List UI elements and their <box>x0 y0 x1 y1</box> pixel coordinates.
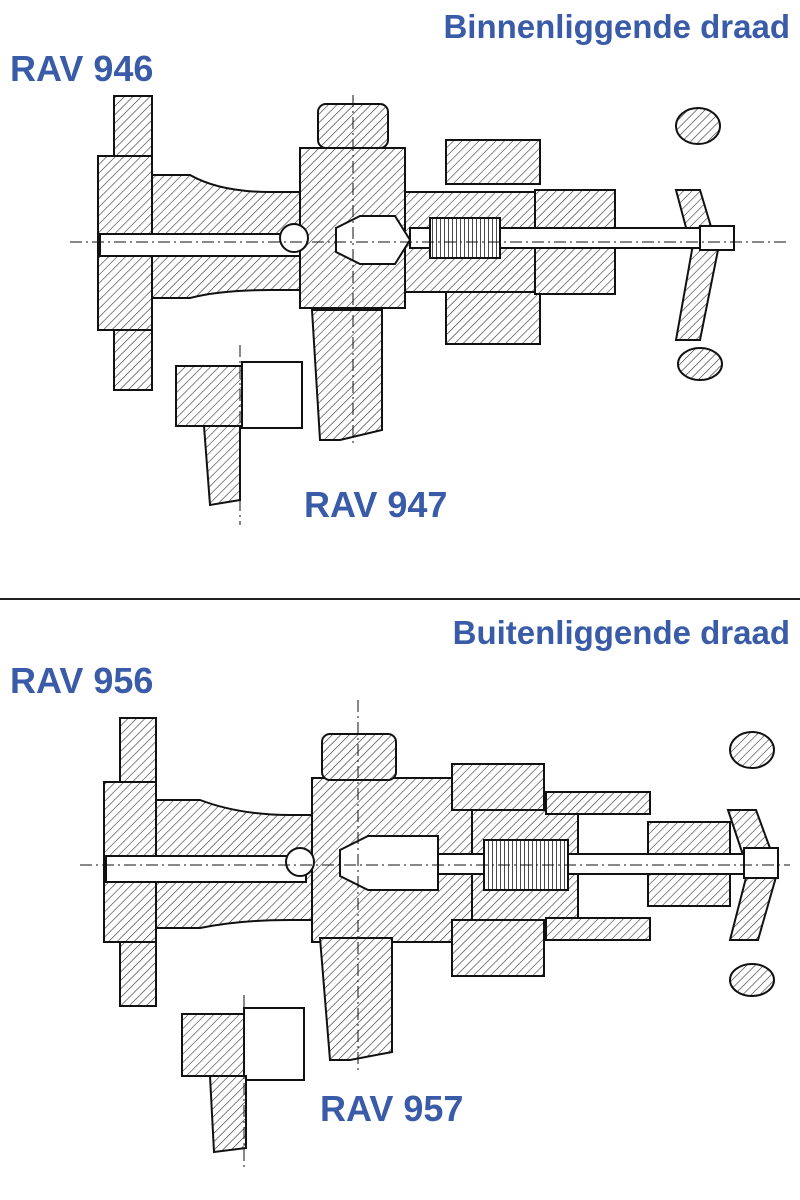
bore <box>99 233 301 257</box>
model-label-alt: RAV 957 <box>320 1088 464 1129</box>
stem-nut <box>699 225 735 251</box>
handwheel-bottom <box>729 963 775 997</box>
model-label-alt: RAV 947 <box>304 484 448 525</box>
ball-check <box>279 223 309 253</box>
thread-type-heading: Binnenliggende draad <box>443 8 790 45</box>
flange-top <box>119 717 157 783</box>
alt-fitting-pipe <box>208 1075 247 1154</box>
gland-bolt-bottom <box>445 291 541 345</box>
flange-top <box>113 95 153 157</box>
valve-plug <box>339 835 439 891</box>
yoke-bolt-top <box>545 791 651 815</box>
panel-internal-thread: Binnenliggende draad RAV 946 RAV 947 <box>0 0 800 598</box>
thread-type-heading: Buitenliggende draad <box>452 614 790 651</box>
outlet-pipe <box>318 937 393 1061</box>
gland-bolt-bottom <box>451 919 545 977</box>
valve-drawing-internal-thread <box>70 95 790 525</box>
alt-fitting-body <box>175 365 243 427</box>
model-label-main: RAV 956 <box>10 660 154 701</box>
valve-plug <box>335 215 412 265</box>
stem-thread <box>429 217 501 259</box>
flange-bottom <box>113 329 153 391</box>
panel-external-thread: Buitenliggende draad RAV 956 RAV 957 <box>0 600 800 1200</box>
bore <box>105 855 307 883</box>
gland-bolt-top <box>451 763 545 811</box>
alt-fitting-nut <box>243 1007 305 1081</box>
alt-fitting-pipe <box>202 425 241 507</box>
valve-drawing-external-thread <box>80 700 790 1170</box>
handwheel-bottom <box>677 347 723 381</box>
gland-bolt-top <box>445 139 541 185</box>
alt-fitting-body <box>181 1013 245 1077</box>
yoke-bolt-bottom <box>545 917 651 941</box>
model-label-main: RAV 946 <box>10 48 154 89</box>
section-divider <box>0 598 800 600</box>
top-hex-nut <box>321 733 397 781</box>
handwheel-spoke <box>674 189 720 341</box>
flange-bottom <box>119 941 157 1007</box>
handwheel-top <box>675 107 721 145</box>
alt-fitting-nut <box>241 361 303 429</box>
outlet-pipe <box>310 309 383 441</box>
stem-nut <box>743 847 779 879</box>
handwheel-top <box>729 731 775 769</box>
ball-check <box>285 847 315 877</box>
